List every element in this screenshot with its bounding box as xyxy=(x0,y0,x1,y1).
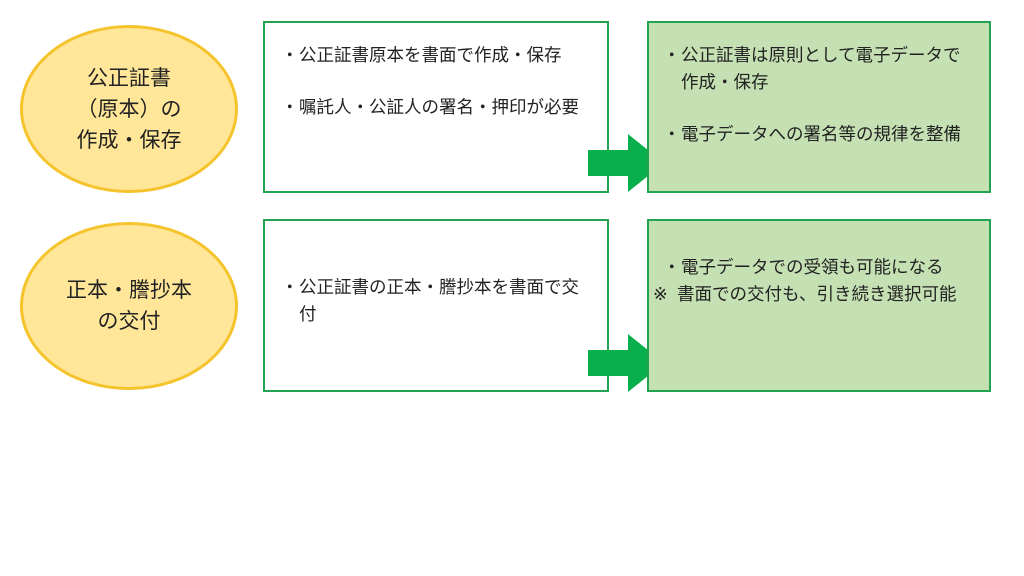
note-text: 書面での交付も、引き続き選択可能 xyxy=(677,285,957,305)
bullet-item: ・ 嘱託人・公証人の署名・押印が必要 xyxy=(281,95,593,122)
bullet-item: ・ 電子データでの受領も可能になる xyxy=(663,255,977,282)
bullet-text: 公正証書の正本・謄抄本を書面で交付 xyxy=(299,278,579,325)
label-line: 公正証書 xyxy=(87,65,171,90)
bullet-item: ・ 公正証書の正本・謄抄本を書面で交付 xyxy=(281,275,593,329)
box-new-original: ・ 公正証書は原則として電子データで作成・保存 ・ 電子データへの署名等の規律を… xyxy=(647,21,991,193)
bullet-item: ・ 公正証書は原則として電子データで作成・保存 xyxy=(663,43,977,97)
right-arrow-icon xyxy=(588,334,664,392)
bullet-text: 公正証書は原則として電子データで作成・保存 xyxy=(681,46,961,93)
bullet-text: 電子データでの受領も可能になる xyxy=(681,258,944,278)
note-mark: ※ xyxy=(653,285,668,305)
label-line: （原本）の xyxy=(76,96,182,121)
ellipse-original-deed: 公正証書 （原本）の 作成・保存 xyxy=(20,25,238,193)
bullet-item: ・ 電子データへの署名等の規律を整備 xyxy=(663,122,977,149)
bullet-mark: ・ xyxy=(663,125,681,145)
bullet-mark: ・ xyxy=(281,98,299,118)
bullet-text: 電子データへの署名等の規律を整備 xyxy=(681,125,961,145)
bullet-mark: ・ xyxy=(281,46,299,66)
bullet-mark: ・ xyxy=(281,278,299,298)
bullet-text: 嘱託人・公証人の署名・押印が必要 xyxy=(299,98,579,118)
bullet-text: 公正証書原本を書面で作成・保存 xyxy=(299,46,562,66)
right-arrow-icon xyxy=(588,134,664,192)
label-line: 正本・謄抄本 xyxy=(66,278,192,302)
label-line: の交付 xyxy=(97,309,161,333)
bullet-mark: ・ xyxy=(663,258,681,278)
box-current-copy: ・ 公正証書の正本・謄抄本を書面で交付 xyxy=(263,219,609,392)
bullet-mark: ・ xyxy=(663,46,681,66)
box-current-original: ・ 公正証書原本を書面で作成・保存 ・ 嘱託人・公証人の署名・押印が必要 xyxy=(263,21,609,193)
note-item: ※ 書面での交付も、引き続き選択可能 xyxy=(653,282,977,309)
bullet-item: ・ 公正証書原本を書面で作成・保存 xyxy=(281,43,593,70)
ellipse-certified-copy: 正本・謄抄本 の交付 xyxy=(20,222,238,390)
label-line: 作成・保存 xyxy=(76,127,182,152)
box-new-copy: ・ 電子データでの受領も可能になる ※ 書面での交付も、引き続き選択可能 xyxy=(647,219,991,392)
